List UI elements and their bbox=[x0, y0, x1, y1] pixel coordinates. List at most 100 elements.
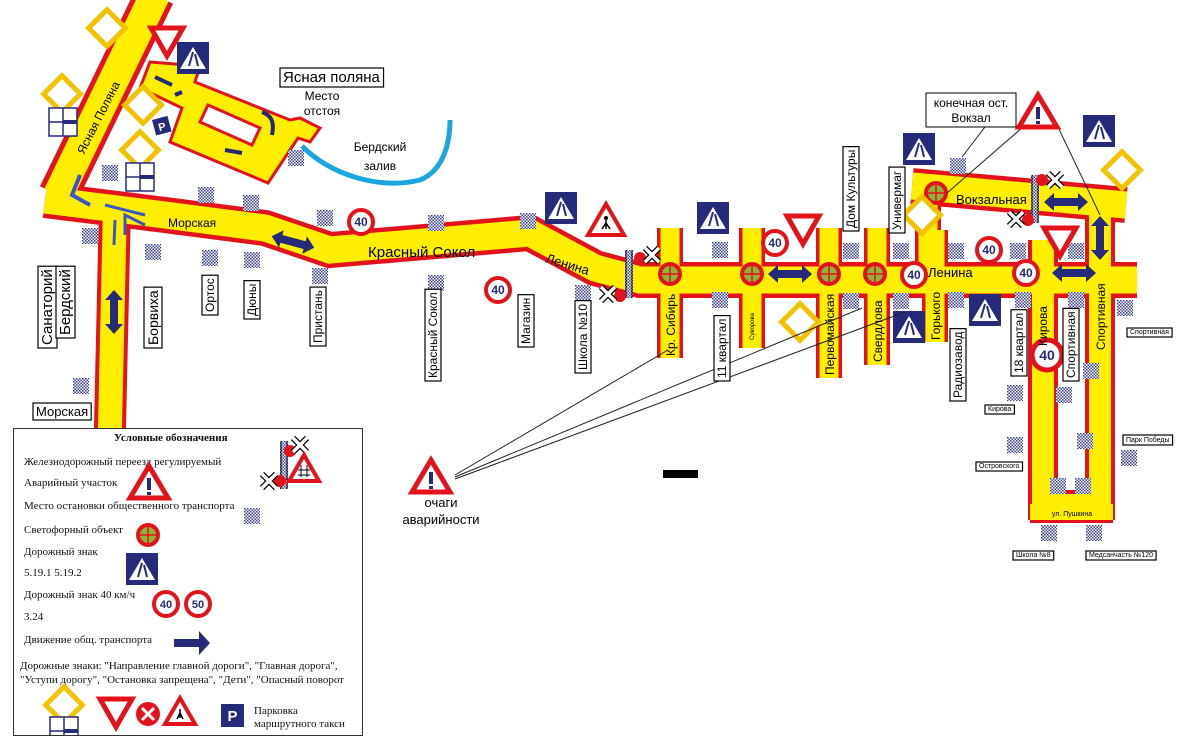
bus-stop-icon[interactable] bbox=[1083, 363, 1099, 379]
crossing-x-icon bbox=[262, 474, 276, 488]
bus-stop-icon[interactable] bbox=[312, 268, 328, 284]
stop-label: Пристань bbox=[311, 290, 325, 343]
bus-stop-icon[interactable] bbox=[428, 275, 444, 291]
depot-label: отстоя bbox=[304, 104, 340, 118]
bus-stop-icon[interactable] bbox=[1007, 385, 1023, 401]
stop-label: Вокзал bbox=[951, 111, 990, 125]
svg-text:P: P bbox=[227, 708, 237, 725]
traffic-light-icon[interactable] bbox=[657, 261, 683, 287]
hotspots-label: аварийности bbox=[402, 512, 479, 527]
black-bar bbox=[663, 470, 698, 478]
legend-transit: Движение общ. транспорта bbox=[24, 634, 153, 646]
traffic-light-icon[interactable] bbox=[816, 261, 842, 287]
label-box bbox=[279, 67, 385, 88]
main-road-icon bbox=[1104, 152, 1141, 189]
label-box bbox=[424, 288, 442, 382]
bus-stop-icon[interactable] bbox=[575, 285, 591, 301]
bay-label: залив bbox=[364, 159, 396, 173]
label-box bbox=[888, 166, 906, 234]
bus-stop-icon[interactable] bbox=[1007, 437, 1023, 453]
bay-label: Бердский bbox=[354, 140, 407, 154]
stop-label: Магазин bbox=[519, 298, 533, 344]
bus-stop-icon[interactable] bbox=[520, 213, 536, 229]
bus-stop-icon[interactable] bbox=[712, 242, 728, 258]
bus-stop-icon[interactable] bbox=[712, 292, 728, 308]
bus-stop-icon[interactable] bbox=[73, 378, 89, 394]
street-label: Первомайская bbox=[823, 294, 837, 375]
bus-stop-icon[interactable] bbox=[1077, 433, 1093, 449]
bus-stop-icon[interactable] bbox=[1050, 478, 1066, 494]
speed-limit-sign: 40 bbox=[1029, 337, 1065, 373]
svg-text:40: 40 bbox=[491, 283, 505, 297]
stop-label: Борвиха bbox=[145, 290, 161, 345]
label-box bbox=[1062, 307, 1080, 382]
street-label: Ленина bbox=[928, 265, 973, 280]
legend-road-sign-code: 5.19.1 5.19.2 bbox=[24, 567, 82, 579]
crossing-x-icon bbox=[293, 438, 307, 452]
bus-stop-icon[interactable] bbox=[243, 195, 259, 211]
bus-stop-icon[interactable] bbox=[893, 293, 909, 309]
bus-stop-icon[interactable] bbox=[1086, 525, 1102, 541]
bus-stop-icon[interactable] bbox=[1015, 292, 1031, 308]
bus-stop-icon[interactable] bbox=[288, 150, 304, 166]
stop-label: 11 квартал bbox=[715, 319, 729, 378]
bus-stop-icon[interactable] bbox=[1075, 478, 1091, 494]
stop-label: Спортивная bbox=[1064, 311, 1078, 378]
bus-stop-icon[interactable] bbox=[1068, 243, 1084, 259]
bus-stop-icon[interactable] bbox=[1056, 387, 1072, 403]
pedestrian-crossing-icon bbox=[892, 310, 926, 344]
stop-label: 18 квартал bbox=[1012, 313, 1026, 373]
no-stopping-icon bbox=[136, 702, 160, 726]
svg-text:40: 40 bbox=[982, 243, 996, 257]
bus-stop-icon[interactable] bbox=[102, 165, 118, 181]
street-label: Суворова bbox=[750, 312, 756, 340]
bus-stop-icon[interactable] bbox=[1117, 300, 1133, 316]
label-box bbox=[143, 286, 163, 349]
legend-panel: Условные обозначения Железнодорожный пер… bbox=[13, 428, 363, 736]
label-box bbox=[201, 274, 219, 316]
label-box bbox=[32, 402, 92, 421]
street-label: Кр. Сибирь bbox=[664, 294, 678, 356]
stop-label: Спортивная bbox=[1130, 329, 1169, 336]
svg-text:P: P bbox=[157, 121, 167, 134]
label-box bbox=[574, 300, 592, 374]
stop-label: Радиозавод bbox=[951, 332, 965, 398]
bus-stop-icon[interactable] bbox=[843, 243, 859, 259]
main-road-icon bbox=[782, 304, 819, 341]
bus-stop-icon[interactable] bbox=[317, 210, 333, 226]
bus-stop-icon[interactable] bbox=[198, 187, 214, 203]
railway-crossing bbox=[601, 173, 1062, 302]
svg-text:40: 40 bbox=[1039, 347, 1055, 363]
street-label: Вокзальная bbox=[956, 192, 1027, 207]
speed-limit-sign: 40 bbox=[761, 229, 789, 257]
bus-stop-icon[interactable] bbox=[428, 215, 444, 231]
pedestrian-crossing-icon bbox=[902, 132, 936, 166]
bus-stop-icon[interactable] bbox=[948, 292, 964, 308]
bus-stop-icon[interactable] bbox=[950, 158, 966, 174]
bus-stop-icon[interactable] bbox=[948, 243, 964, 259]
stop-label: Кирова bbox=[988, 406, 1011, 413]
speed-limit-signs: 40 40 40 40 40 40 40 bbox=[347, 208, 1065, 373]
bus-stop-icon[interactable] bbox=[145, 244, 161, 260]
traffic-light-icon[interactable] bbox=[739, 261, 765, 287]
bus-stop-icon[interactable] bbox=[1041, 525, 1057, 541]
bus-stop-icon[interactable] bbox=[843, 293, 859, 309]
traffic-light-icon[interactable] bbox=[862, 261, 888, 287]
bus-stop-icon[interactable] bbox=[1068, 292, 1084, 308]
bus-stop-icon[interactable] bbox=[244, 252, 260, 268]
yield-sign-icon bbox=[100, 699, 132, 727]
bus-stop-icon[interactable] bbox=[82, 228, 98, 244]
street-label: Морская bbox=[168, 216, 216, 230]
hotspots-label: очаги bbox=[425, 495, 458, 510]
accident-warning-icon bbox=[1019, 95, 1057, 127]
bus-stop-icon[interactable] bbox=[202, 250, 218, 266]
traffic-light-icon bbox=[135, 522, 161, 548]
pedestrian-crossing-icon bbox=[544, 191, 578, 225]
parking-icon: P bbox=[221, 704, 244, 727]
stop-label: Островского bbox=[979, 463, 1020, 470]
bus-stop-icon[interactable] bbox=[1010, 243, 1026, 259]
bus-stop-icon[interactable] bbox=[893, 243, 909, 259]
bus-stop-icon[interactable] bbox=[1121, 450, 1137, 466]
